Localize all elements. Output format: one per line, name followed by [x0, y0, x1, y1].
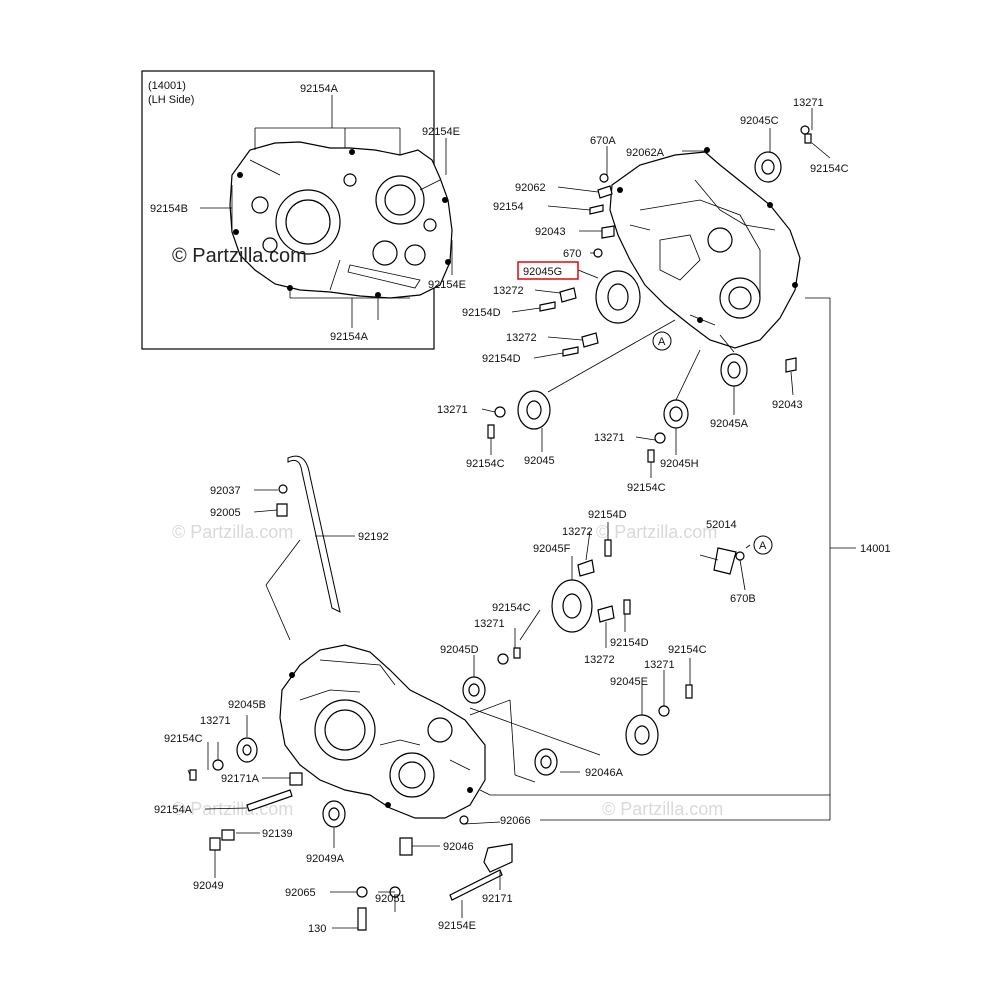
label-92045e: 92045E [610, 676, 648, 688]
label-92154c-h: 92154C [627, 482, 666, 494]
label-92154d-d: 92154D [610, 637, 649, 649]
watermark-upper-mid: © Partzilla.com [172, 522, 293, 542]
label-13271-h: 13271 [594, 432, 625, 444]
callout-a-lower-text: A [759, 540, 767, 552]
label-14001: 14001 [860, 543, 891, 555]
label-92154: 92154 [493, 201, 524, 213]
callout-a-upper-text: A [658, 336, 666, 348]
label-92045g: 92045G [523, 266, 562, 278]
label-92051: 92051 [375, 893, 406, 905]
label-13271-mid: 13271 [437, 404, 468, 416]
label-13272-b: 13272 [506, 332, 537, 344]
label-92154d-c: 92154D [588, 509, 627, 521]
label-92154c-mid: 92154C [466, 458, 505, 470]
label-92139: 92139 [262, 828, 293, 840]
label-92154e: 92154E [438, 920, 476, 932]
label-92154a: 92154A [154, 804, 193, 816]
label-92045f: 92045F [533, 543, 571, 555]
inset-watermark: © Partzilla.com [172, 245, 307, 267]
inset-label-92154a-top: 92154A [300, 83, 339, 95]
inset-crankcase-lh [229, 141, 453, 299]
label-670: 670 [563, 248, 581, 260]
label-92154d-a: 92154D [462, 307, 501, 319]
label-13272-a: 13272 [493, 285, 524, 297]
label-130: 130 [308, 923, 326, 935]
label-92062: 92062 [515, 182, 546, 194]
label-92045h: 92045H [660, 458, 699, 470]
watermark-mid-right: © Partzilla.com [596, 522, 717, 542]
label-92154c-b: 92154C [164, 733, 203, 745]
label-92045: 92045 [524, 455, 555, 467]
label-13271-e: 13271 [644, 659, 675, 671]
label-92043-top: 92043 [535, 226, 566, 238]
label-92154c-top-right: 92154C [810, 163, 849, 175]
watermark-low-right: © Partzilla.com [602, 799, 723, 819]
label-92046: 92046 [443, 841, 474, 853]
highlight-92045g [517, 261, 579, 280]
label-92192: 92192 [358, 531, 389, 543]
inset-label-92154e-top: 92154E [422, 126, 460, 138]
label-13272-c: 13272 [562, 526, 593, 538]
inset-header-part: (14001) [148, 80, 186, 92]
label-92045b: 92045B [228, 699, 266, 711]
label-13271-d: 13271 [474, 618, 505, 630]
leader-lines [187, 108, 856, 929]
label-670a: 670A [590, 135, 616, 147]
inset-leaders [200, 95, 453, 328]
label-92005: 92005 [210, 507, 241, 519]
crankcase-lh-half [279, 644, 486, 819]
inset-label-92154e-right: 92154E [428, 279, 466, 291]
label-92049: 92049 [193, 880, 224, 892]
label-92062a: 92062A [626, 147, 665, 159]
label-92037: 92037 [210, 485, 241, 497]
label-92154d-b: 92154D [482, 353, 521, 365]
label-52014: 52014 [706, 519, 737, 531]
callout-a-lower: A [753, 535, 773, 555]
inset-label-92154a-bottom: 92154A [330, 331, 369, 343]
part-labels: 13271 92045C 92154C 670A 92062A 92062 92… [154, 97, 891, 935]
label-92154c-e: 92154C [668, 644, 707, 656]
inset-label-92154b: 92154B [150, 203, 188, 215]
label-92171: 92171 [482, 893, 513, 905]
label-92045d: 92045D [440, 644, 479, 656]
small-parts [189, 125, 812, 931]
inset-header-side: (LH Side) [148, 94, 194, 106]
inset-lh-side: (14001) (LH Side) [141, 70, 466, 350]
label-92066: 92066 [500, 815, 531, 827]
label-92065: 92065 [285, 887, 316, 899]
callout-a-upper: A [652, 331, 672, 351]
label-92045a: 92045A [710, 418, 749, 430]
label-92045c: 92045C [740, 115, 779, 127]
label-13271-b: 13271 [200, 715, 231, 727]
label-670b: 670B [730, 593, 756, 605]
label-13271-top-right: 13271 [793, 97, 824, 109]
label-92049a: 92049A [306, 853, 345, 865]
crankcase-rh-half [609, 151, 801, 349]
label-92171a: 92171A [221, 773, 260, 785]
label-92154c-d: 92154C [492, 602, 531, 614]
label-92046a: 92046A [585, 767, 624, 779]
label-13272-d: 13272 [584, 654, 615, 666]
label-92043-right: 92043 [772, 399, 803, 411]
